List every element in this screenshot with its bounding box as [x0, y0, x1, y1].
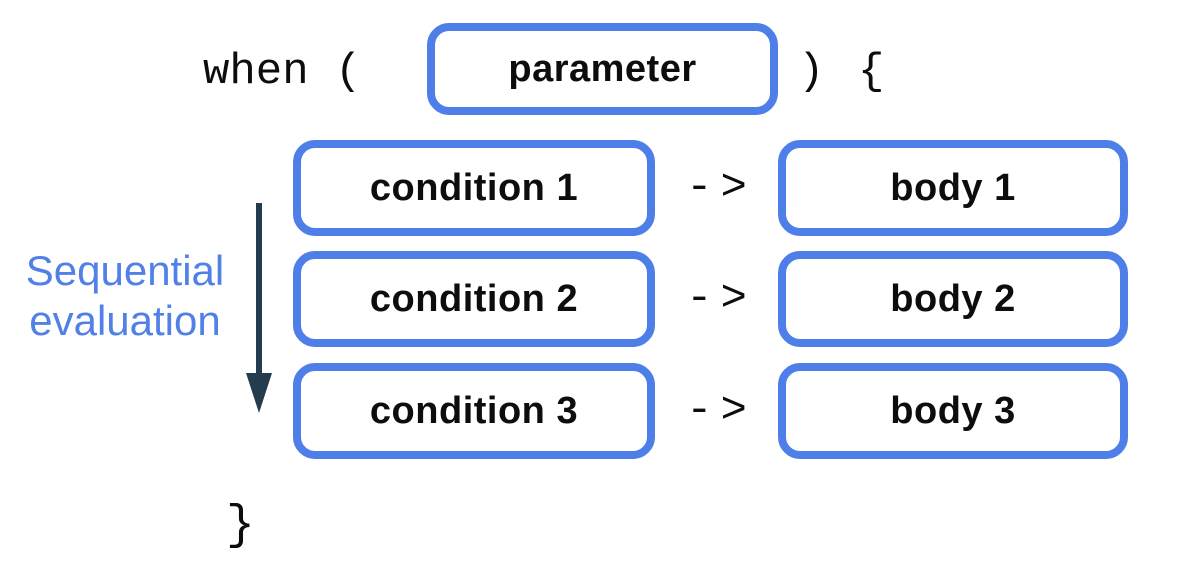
parameter-box: parameter — [427, 23, 778, 115]
code-close-brace: } — [226, 499, 255, 553]
code-open-brace: { — [858, 47, 885, 97]
arrow-token-3: -> — [686, 386, 755, 436]
down-arrow-icon — [246, 203, 272, 413]
condition-2-label: condition 2 — [369, 277, 579, 320]
condition-3-label: condition 3 — [369, 389, 579, 432]
body-1-label: body 1 — [890, 166, 1016, 209]
condition-1-label: condition 1 — [369, 166, 579, 209]
arrow-cell: -> — [655, 251, 778, 347]
condition-1-box: condition 1 — [293, 140, 655, 236]
arrow-cell: -> — [655, 363, 778, 459]
arrow-token-2: -> — [686, 274, 755, 324]
condition-3-box: condition 3 — [293, 363, 655, 459]
body-2-label: body 2 — [890, 277, 1016, 320]
body-3-label: body 3 — [890, 389, 1016, 432]
arrow-token-1: -> — [686, 163, 755, 213]
arrow-cell: -> — [655, 140, 778, 236]
code-close-paren: ) — [798, 47, 825, 97]
branch-row-2: condition 2 -> body 2 — [293, 251, 1128, 347]
code-when-open: when ( — [203, 47, 362, 97]
body-3-box: body 3 — [778, 363, 1128, 459]
branch-row-1: condition 1 -> body 1 — [293, 140, 1128, 236]
body-2-box: body 2 — [778, 251, 1128, 347]
branch-row-3: condition 3 -> body 3 — [293, 363, 1128, 459]
sequential-evaluation-label: Sequential evaluation — [14, 246, 236, 346]
parameter-label: parameter — [508, 47, 697, 90]
sequential-evaluation-line1: Sequential — [25, 247, 225, 294]
body-1-box: body 1 — [778, 140, 1128, 236]
sequential-evaluation-line2: evaluation — [29, 297, 221, 344]
condition-2-box: condition 2 — [293, 251, 655, 347]
